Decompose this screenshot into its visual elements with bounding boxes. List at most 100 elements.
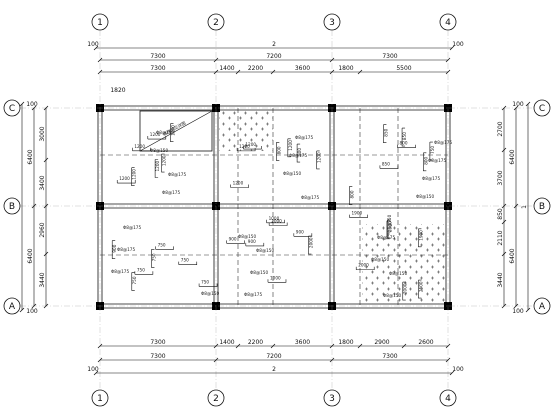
dim-top-total-tick — [449, 45, 455, 51]
rebar-top-h — [349, 214, 368, 218]
dim-bottom-total-tick — [449, 370, 455, 376]
dim-left-spans-tick — [31, 105, 37, 111]
rebar-label: 1200 — [162, 155, 167, 166]
dim-left-parts-text: 3400 — [39, 175, 46, 190]
rebar-label: 1900 — [352, 211, 363, 216]
rebar-label: 800 — [276, 146, 281, 154]
rebar-top-h — [245, 242, 265, 247]
dim-top-row1-tick — [329, 57, 335, 63]
rebar-label: Φ8@175 — [428, 158, 446, 163]
rebar-top-v — [111, 240, 116, 259]
rebar-label: 2000 — [403, 283, 408, 294]
dim-left-total-tick — [19, 307, 25, 313]
dim-bottom-row1-text: 1800 — [338, 339, 353, 346]
rebar-label: Φ8@150 — [238, 234, 256, 239]
rebar-label: 900 — [229, 236, 237, 241]
rebar-top-h — [243, 146, 262, 150]
dim-right-parts-tick — [501, 105, 507, 111]
dim-left-spans-text: 6400 — [27, 149, 34, 164]
dim-right-parts-tick — [501, 203, 507, 209]
dim-top-row2-text: 2200 — [248, 65, 263, 72]
dim-left-spans-tick — [31, 203, 37, 209]
rebar-label: 2500 — [387, 221, 392, 232]
rebar-label: 1200 — [288, 140, 293, 151]
dim-right-parts-text: 850 — [497, 208, 504, 220]
dim-left-parts-text: 3440 — [39, 272, 46, 287]
rebar-label: 1200 — [134, 144, 145, 149]
dim-bottom-total-text: 2 — [272, 366, 276, 373]
rebar-label: 750 — [152, 253, 157, 261]
dim-left-end: 100 — [26, 308, 38, 315]
rebar-label: Φ8@175 — [301, 195, 319, 200]
dim-bottom-end: 100 — [452, 366, 464, 373]
axis-bubble-circle — [207, 13, 225, 31]
dim-left-parts-tick — [43, 303, 49, 309]
axis-bubble-label: A — [9, 302, 16, 312]
dim-bottom-row1-tick — [445, 343, 451, 349]
rebar-top-v — [131, 167, 135, 187]
dim-bottom-row1-text: 2600 — [418, 339, 433, 346]
axis-bubble-circle — [91, 389, 109, 407]
dim-top-row2-text: 7300 — [150, 65, 165, 72]
axis-bubble-circle — [91, 13, 109, 31]
rebar-top-h — [178, 261, 198, 265]
dim-right-spans-text: 6400 — [509, 248, 516, 263]
dim-top-end: 100 — [452, 41, 464, 48]
rebar-top-h — [266, 219, 285, 224]
rebar-top-h — [230, 184, 249, 188]
rebar-label: 1200 — [150, 132, 161, 137]
axis-bubble-circle — [533, 297, 551, 315]
dim-top-row2-text: 3600 — [295, 65, 310, 72]
rebar-top-v — [151, 249, 155, 268]
rebar-label: Φ8@175 — [422, 176, 440, 181]
axis-bubble-circle — [533, 197, 551, 215]
rebar-top-v — [276, 142, 280, 161]
hatched-slabs — [219, 111, 446, 304]
rebar-label: 2000 — [271, 219, 282, 224]
axis-bubble-circle — [323, 389, 341, 407]
rebar-label: 900 — [248, 239, 256, 244]
dim-bottom-row2-tick — [97, 357, 103, 363]
rebar-label: Φ8@150 — [416, 194, 434, 199]
axis-bubble-label: A — [539, 302, 546, 312]
dim-top-row2-tick — [445, 69, 451, 75]
dim-bottom-row1-tick — [270, 343, 276, 349]
dim-left-parts-tick — [43, 251, 49, 257]
dim-left-spans-tick — [31, 303, 37, 309]
rebar-label: Φ8@175 — [377, 235, 395, 240]
rebar-label: Φ8@150 — [371, 257, 389, 262]
dim-left-parts-tick — [43, 105, 49, 111]
dim-right-parts-text: 2110 — [497, 230, 504, 245]
rebar-label: Φ8@175 — [434, 140, 452, 145]
axis-bubble-circle — [439, 389, 457, 407]
rebar-top-v — [429, 141, 433, 161]
rebar-label: 1200 — [155, 161, 160, 172]
axis-bubble-circle — [3, 197, 21, 215]
axis-bubble-label: 2 — [213, 394, 219, 404]
dim-top-row1-tick — [213, 57, 219, 63]
rebar-label: 2000 — [358, 263, 369, 268]
dim-right-parts-text: 2700 — [497, 121, 504, 136]
dim-bottom-row2-tick — [445, 357, 451, 363]
dim-right-end: 100 — [512, 308, 524, 315]
rebar-label: Φ8@150 — [283, 171, 301, 176]
dim-top-total-tick — [93, 45, 99, 51]
dim-bottom-row1-text: 7300 — [150, 339, 165, 346]
rebar-label: 900 — [112, 244, 117, 252]
rebar-top-v — [349, 186, 353, 205]
dim-right-total-tick — [525, 101, 531, 107]
dim-bottom-row1-text: 2900 — [374, 339, 389, 346]
rebar-label: Φ8@175 — [162, 190, 180, 195]
axis-bubble-circle — [533, 99, 551, 117]
rebar-label: 1200 — [239, 144, 250, 149]
dim-top-row2-tick — [213, 69, 219, 75]
rebar-label: Φ8@175 — [111, 269, 129, 274]
dim-bottom-row1-tick — [235, 343, 241, 349]
dim-top-total-text: 2 — [272, 41, 276, 48]
axis-bubble-circle — [3, 297, 21, 315]
rebar-label: 750 — [181, 258, 189, 263]
rebar-top-v — [308, 235, 312, 255]
dim-left-parts-tick — [43, 157, 49, 163]
rebar-top-h — [267, 279, 287, 283]
rebar-label: 900 — [296, 229, 304, 234]
